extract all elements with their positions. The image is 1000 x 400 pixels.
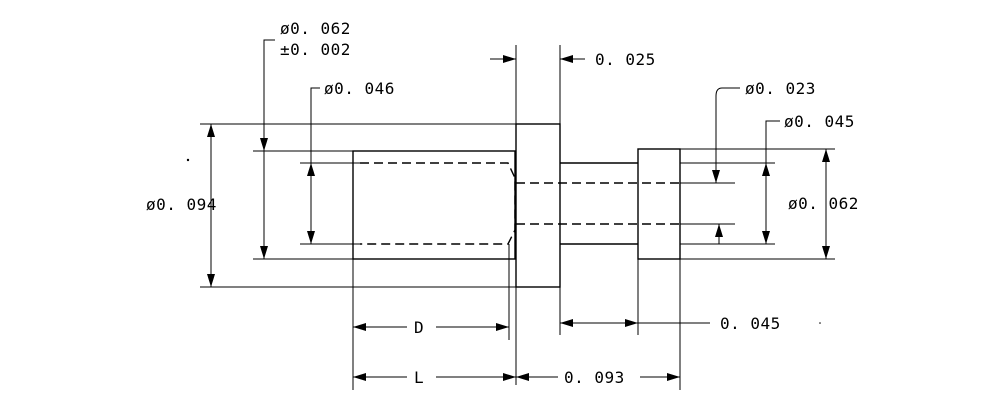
dimension-lines bbox=[207, 39, 830, 381]
sleeve-body bbox=[352, 150, 516, 260]
extension-lines bbox=[200, 45, 835, 390]
part-outline bbox=[352, 123, 681, 288]
label-dia-collar-od: ø0. 062 bbox=[788, 194, 859, 213]
label-dim-l: L bbox=[414, 368, 424, 387]
label-collar-width: 0. 045 bbox=[720, 314, 781, 333]
bore-hidden-line bbox=[360, 162, 516, 245]
label-dia-flange-tol: ±0. 002 bbox=[280, 40, 351, 59]
label-dia-head: ø0. 094 bbox=[146, 195, 217, 214]
scan-speck bbox=[186, 158, 190, 162]
label-dia-collar-id: ø0. 045 bbox=[784, 112, 855, 131]
scan-speck bbox=[819, 322, 821, 324]
collar bbox=[637, 148, 681, 260]
head-flange bbox=[515, 123, 561, 288]
label-pin-length: 0. 093 bbox=[564, 368, 625, 387]
dimension-labels: ø0. 062 ±0. 002 ø0. 046 ø0. 094 0. 025 ø… bbox=[146, 19, 859, 387]
label-dia-bore: ø0. 046 bbox=[324, 79, 395, 98]
label-dia-flange-od: ø0. 062 bbox=[280, 19, 351, 38]
label-dia-pin: ø0. 023 bbox=[745, 79, 816, 98]
label-dim-d: D bbox=[414, 318, 424, 337]
label-head-thickness: 0. 025 bbox=[595, 50, 656, 69]
hidden-lines bbox=[360, 162, 680, 245]
